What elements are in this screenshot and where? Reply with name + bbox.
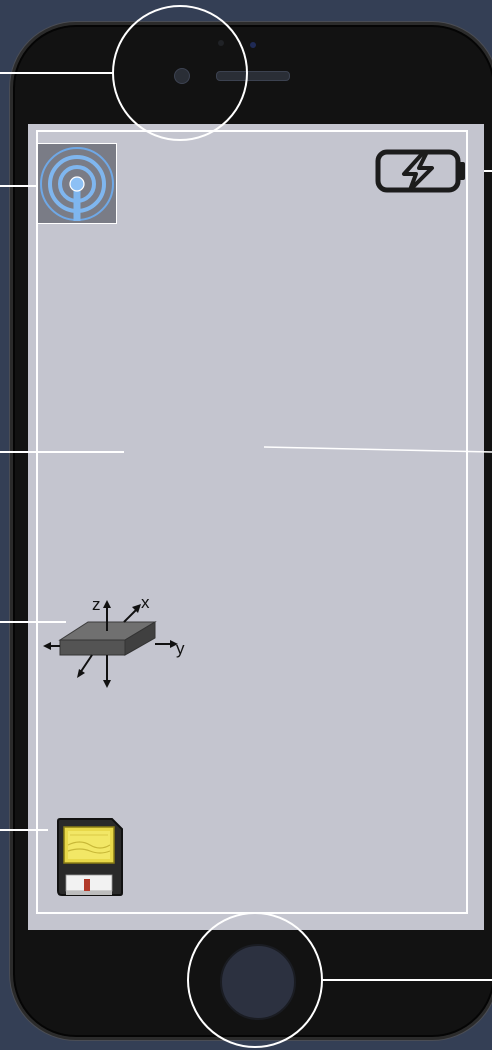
callout-line-home (322, 979, 492, 981)
battery-charging-icon (374, 148, 468, 194)
accel-axis-x: x (141, 593, 150, 612)
callout-line-camera (0, 72, 114, 74)
sd-card-icon (56, 817, 126, 897)
callout-line-battery (484, 170, 492, 172)
home-button-highlight-circle (187, 912, 323, 1048)
wifi-antenna-icon (37, 143, 117, 224)
callout-line-display-right (264, 444, 492, 458)
light-sensor (250, 42, 256, 48)
callout-line-storage (0, 829, 48, 831)
accelerometer-icon: z x y (40, 588, 190, 700)
display-outline (36, 130, 468, 914)
callout-line-antenna (0, 185, 40, 187)
camera-highlight-circle (112, 5, 248, 141)
callout-line-display-left (0, 451, 124, 453)
accel-axis-y: y (176, 639, 185, 658)
accel-axis-z: z (92, 595, 101, 614)
